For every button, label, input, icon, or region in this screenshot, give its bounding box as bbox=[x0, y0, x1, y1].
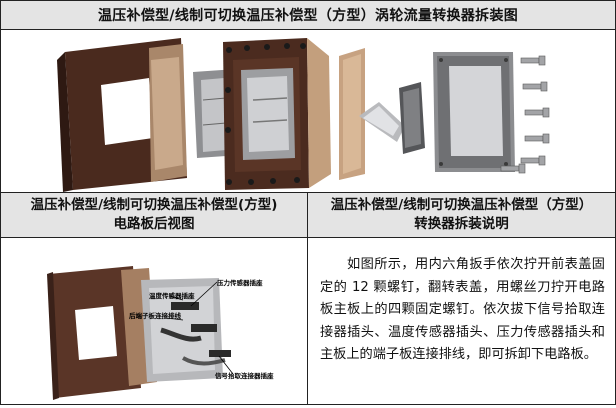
exploded-view-illustration bbox=[1, 30, 615, 193]
exploded-view-drawing bbox=[57, 38, 550, 192]
screws-part bbox=[500, 55, 550, 174]
circuit-board-rear-view: 压力传感器插座 温度传感器插座 后端子板连接排线 信号拾取连接器插座 bbox=[1, 238, 308, 404]
instructions-panel: 如图所示，用内六角扳手依次拧开前表盖固定的 12 颗螺钉，翻转表盖，用螺丝刀拧开… bbox=[308, 238, 615, 404]
left-heading-line2: 电路板后视图 bbox=[113, 216, 195, 232]
ribbon-cable-part bbox=[359, 102, 405, 142]
callout-terminal-board-cable: 后端子板连接排线 bbox=[129, 311, 182, 320]
front-cover-part bbox=[57, 38, 187, 192]
callout-signal-pickup-plug: 信号拾取连接器插座 bbox=[215, 371, 274, 380]
gasket-part bbox=[339, 48, 365, 180]
page-title: 温压补偿型/线制可切换温压补偿型（方型）涡轮流量转换器拆装图 bbox=[97, 8, 519, 24]
rear-frame-part bbox=[433, 52, 515, 172]
main-housing-part bbox=[223, 38, 331, 190]
right-heading-line1: 温压补偿型/线制可切换温压补偿型（方型） bbox=[330, 197, 593, 213]
disassembly-instructions-heading: 温压补偿型/线制可切换温压补偿型（方型） 转换器拆装说明 bbox=[308, 193, 615, 238]
left-heading-line1: 温压补偿型/线制可切换温压补偿型(方型) bbox=[30, 197, 278, 213]
circuit-board-rear-view-heading: 温压补偿型/线制可切换温压补偿型(方型) 电路板后视图 bbox=[1, 193, 308, 238]
sub-board-part bbox=[399, 82, 425, 154]
callout-pressure-sensor-plug: 压力传感器插座 bbox=[217, 278, 263, 287]
page-title-bar: 温压补偿型/线制可切换温压补偿型（方型）涡轮流量转换器拆装图 bbox=[1, 1, 615, 30]
disassembly-instructions-text: 如图所示，用内六角扳手依次拧开前表盖固定的 12 颗螺钉，翻转表盖，用螺丝刀拧开… bbox=[320, 257, 605, 363]
rear-view-drawing: 压力传感器插座 温度传感器插座 后端子板连接排线 信号拾取连接器插座 bbox=[47, 266, 274, 400]
right-heading-line2: 转换器拆装说明 bbox=[414, 216, 509, 232]
callout-temp-sensor-plug: 温度传感器插座 bbox=[149, 291, 195, 300]
